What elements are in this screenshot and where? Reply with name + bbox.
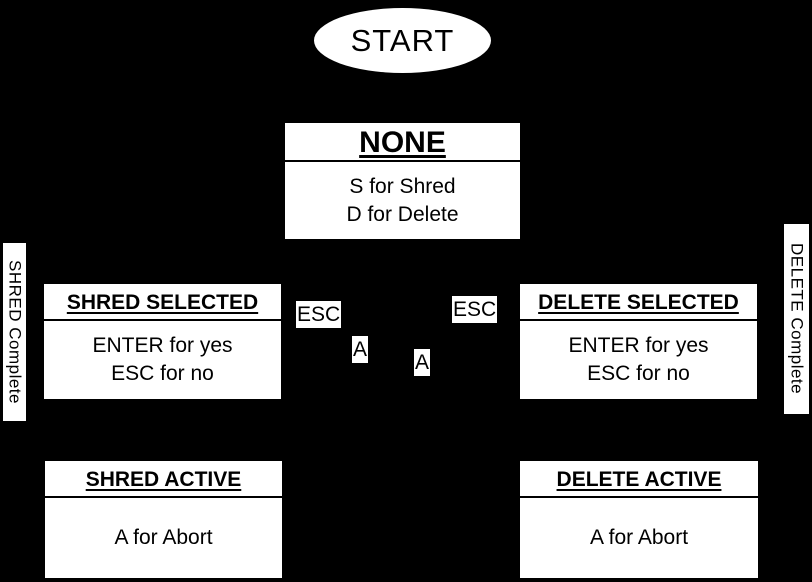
state-shred-selected-line: ESC for no	[111, 362, 214, 385]
start-node: START	[314, 8, 491, 73]
state-delete-active-title: DELETE ACTIVE	[520, 461, 758, 498]
edge-label-a-left: A	[352, 336, 369, 364]
state-delete-active: DELETE ACTIVE A for Abort	[520, 461, 758, 578]
state-delete-selected-title: DELETE SELECTED	[520, 284, 757, 321]
edge-label-a-right: A	[414, 349, 431, 377]
state-shred-active-body: A for Abort	[45, 498, 282, 578]
state-delete-selected-body: ENTER for yes ESC for no	[520, 321, 757, 399]
state-delete-selected: DELETE SELECTED ENTER for yes ESC for no	[520, 284, 757, 399]
state-none-line: S for Shred	[349, 174, 456, 198]
state-none-body: S for Shred D for Delete	[285, 162, 520, 239]
state-none-title: NONE	[285, 123, 520, 162]
start-label: START	[350, 22, 455, 58]
state-delete-active-body: A for Abort	[520, 498, 758, 578]
state-shred-active: SHRED ACTIVE A for Abort	[45, 461, 282, 578]
state-shred-selected-title: SHRED SELECTED	[44, 284, 281, 321]
state-none-line: D for Delete	[346, 202, 459, 226]
edge-label-esc-left: ESC	[296, 301, 342, 329]
side-label-delete-complete: DELETE Complete	[784, 224, 809, 414]
state-shred-selected-line: ENTER for yes	[92, 334, 233, 357]
state-shred-selected-body: ENTER for yes ESC for no	[44, 321, 281, 399]
side-label-shred-complete: SHRED Complete	[3, 243, 26, 421]
state-shred-selected: SHRED SELECTED ENTER for yes ESC for no	[44, 284, 281, 399]
state-shred-active-line: A for Abort	[114, 526, 213, 549]
state-delete-active-line: A for Abort	[589, 526, 689, 549]
edge-label-esc-right: ESC	[452, 296, 498, 324]
state-none: NONE S for Shred D for Delete	[285, 123, 520, 239]
state-delete-selected-line: ENTER for yes	[568, 334, 709, 357]
state-shred-active-title: SHRED ACTIVE	[45, 461, 282, 498]
state-delete-selected-line: ESC for no	[587, 362, 690, 385]
